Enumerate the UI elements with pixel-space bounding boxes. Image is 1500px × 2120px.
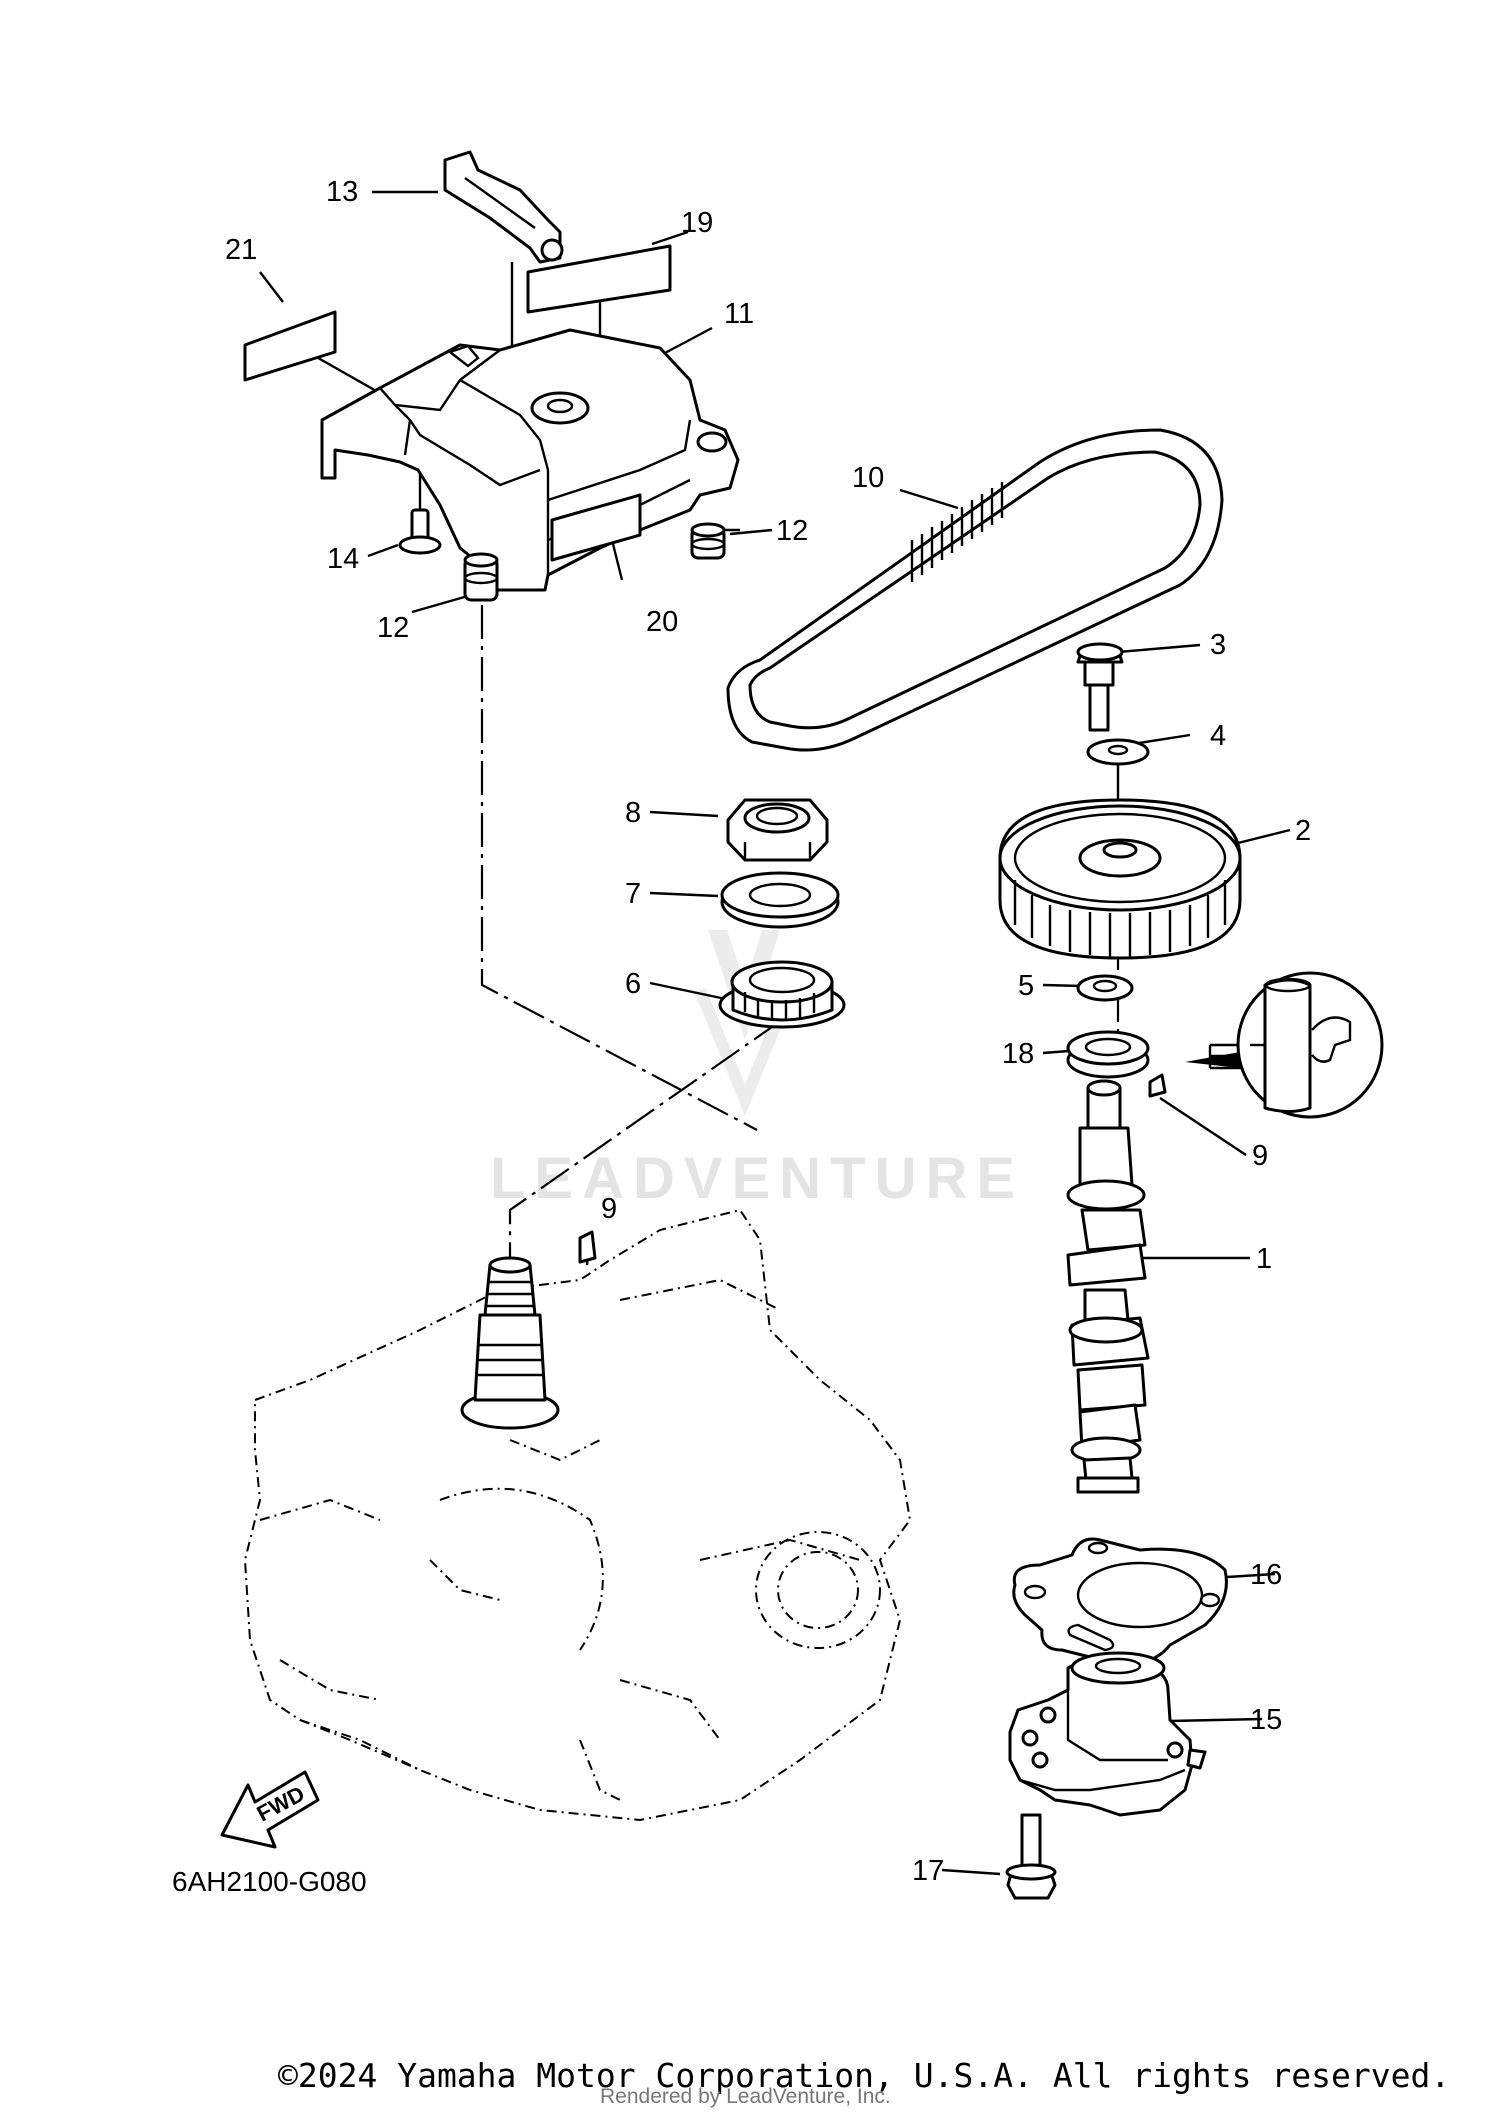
callout-12-left: 12 <box>377 612 409 644</box>
callout-17: 17 <box>912 1855 944 1887</box>
part-11-flywheel-cover <box>320 328 740 592</box>
callout-9-right: 9 <box>1252 1140 1268 1172</box>
part-17-bolt <box>1005 1813 1057 1900</box>
callout-15: 15 <box>1250 1704 1282 1736</box>
part-6-drive-pulley <box>718 960 846 1029</box>
part-9-key-right <box>1148 1073 1167 1098</box>
part-12-grommet-right <box>690 522 726 560</box>
part-12-grommet-left <box>463 552 499 602</box>
copyright-text: ©2024 Yamaha Motor Corporation, U.S.A. A… <box>278 2056 1450 2095</box>
fwd-arrow-icon: FWD <box>220 1770 320 1849</box>
callout-21: 21 <box>225 234 257 266</box>
callout-20: 20 <box>646 606 678 638</box>
callout-3: 3 <box>1210 629 1226 661</box>
callout-12-right: 12 <box>776 515 808 547</box>
callout-16: 16 <box>1250 1559 1282 1591</box>
part-16-gasket <box>1012 1537 1228 1666</box>
callout-numbers: 13 19 21 11 10 12 14 12 20 3 4 8 2 7 6 5… <box>225 176 1311 1887</box>
callout-2: 2 <box>1295 815 1311 847</box>
part-19-label <box>526 244 672 314</box>
callout-10: 10 <box>852 462 884 494</box>
part-1-camshaft <box>1066 1079 1150 1494</box>
callout-13: 13 <box>326 176 358 208</box>
crankshaft-end <box>460 1256 560 1430</box>
callout-5: 5 <box>1018 970 1034 1002</box>
callout-8: 8 <box>625 797 641 829</box>
crankcase-phantom <box>243 1208 912 1822</box>
callout-7: 7 <box>625 878 641 910</box>
leadventure-watermark: LEADVENTURE <box>490 930 1024 1211</box>
part-14-pin <box>398 508 442 555</box>
part-9-key-left <box>578 1230 597 1264</box>
callout-9-left: 9 <box>601 1193 617 1225</box>
callout-1: 1 <box>1256 1243 1272 1275</box>
seal-detail-callout <box>1185 971 1384 1119</box>
watermark-text: LEADVENTURE <box>490 1146 1024 1211</box>
callout-14: 14 <box>327 543 359 575</box>
part-4-washer <box>1086 738 1150 766</box>
part-5-washer <box>1076 974 1134 1002</box>
callout-18: 18 <box>1002 1038 1034 1070</box>
callout-11: 11 <box>724 298 754 330</box>
part-8-nut <box>726 798 829 862</box>
callout-4: 4 <box>1210 720 1226 752</box>
rendered-by-text: Rendered by LeadVenture, Inc. <box>600 2085 891 2108</box>
part-2-camshaft-pulley <box>998 798 1242 960</box>
part-13-bracket <box>443 150 564 264</box>
callout-6: 6 <box>625 968 641 1000</box>
part-21-label <box>243 310 337 382</box>
callout-19: 19 <box>681 207 713 239</box>
part-15-oil-pump <box>1008 1651 1207 1817</box>
part-7-plate <box>720 871 840 929</box>
part-10-timing-belt <box>726 428 1224 752</box>
part-18-oil-seal <box>1066 1030 1150 1079</box>
part-3-bolt <box>1076 642 1124 732</box>
diagram-code: 6AH2100-G080 <box>172 1866 367 1897</box>
